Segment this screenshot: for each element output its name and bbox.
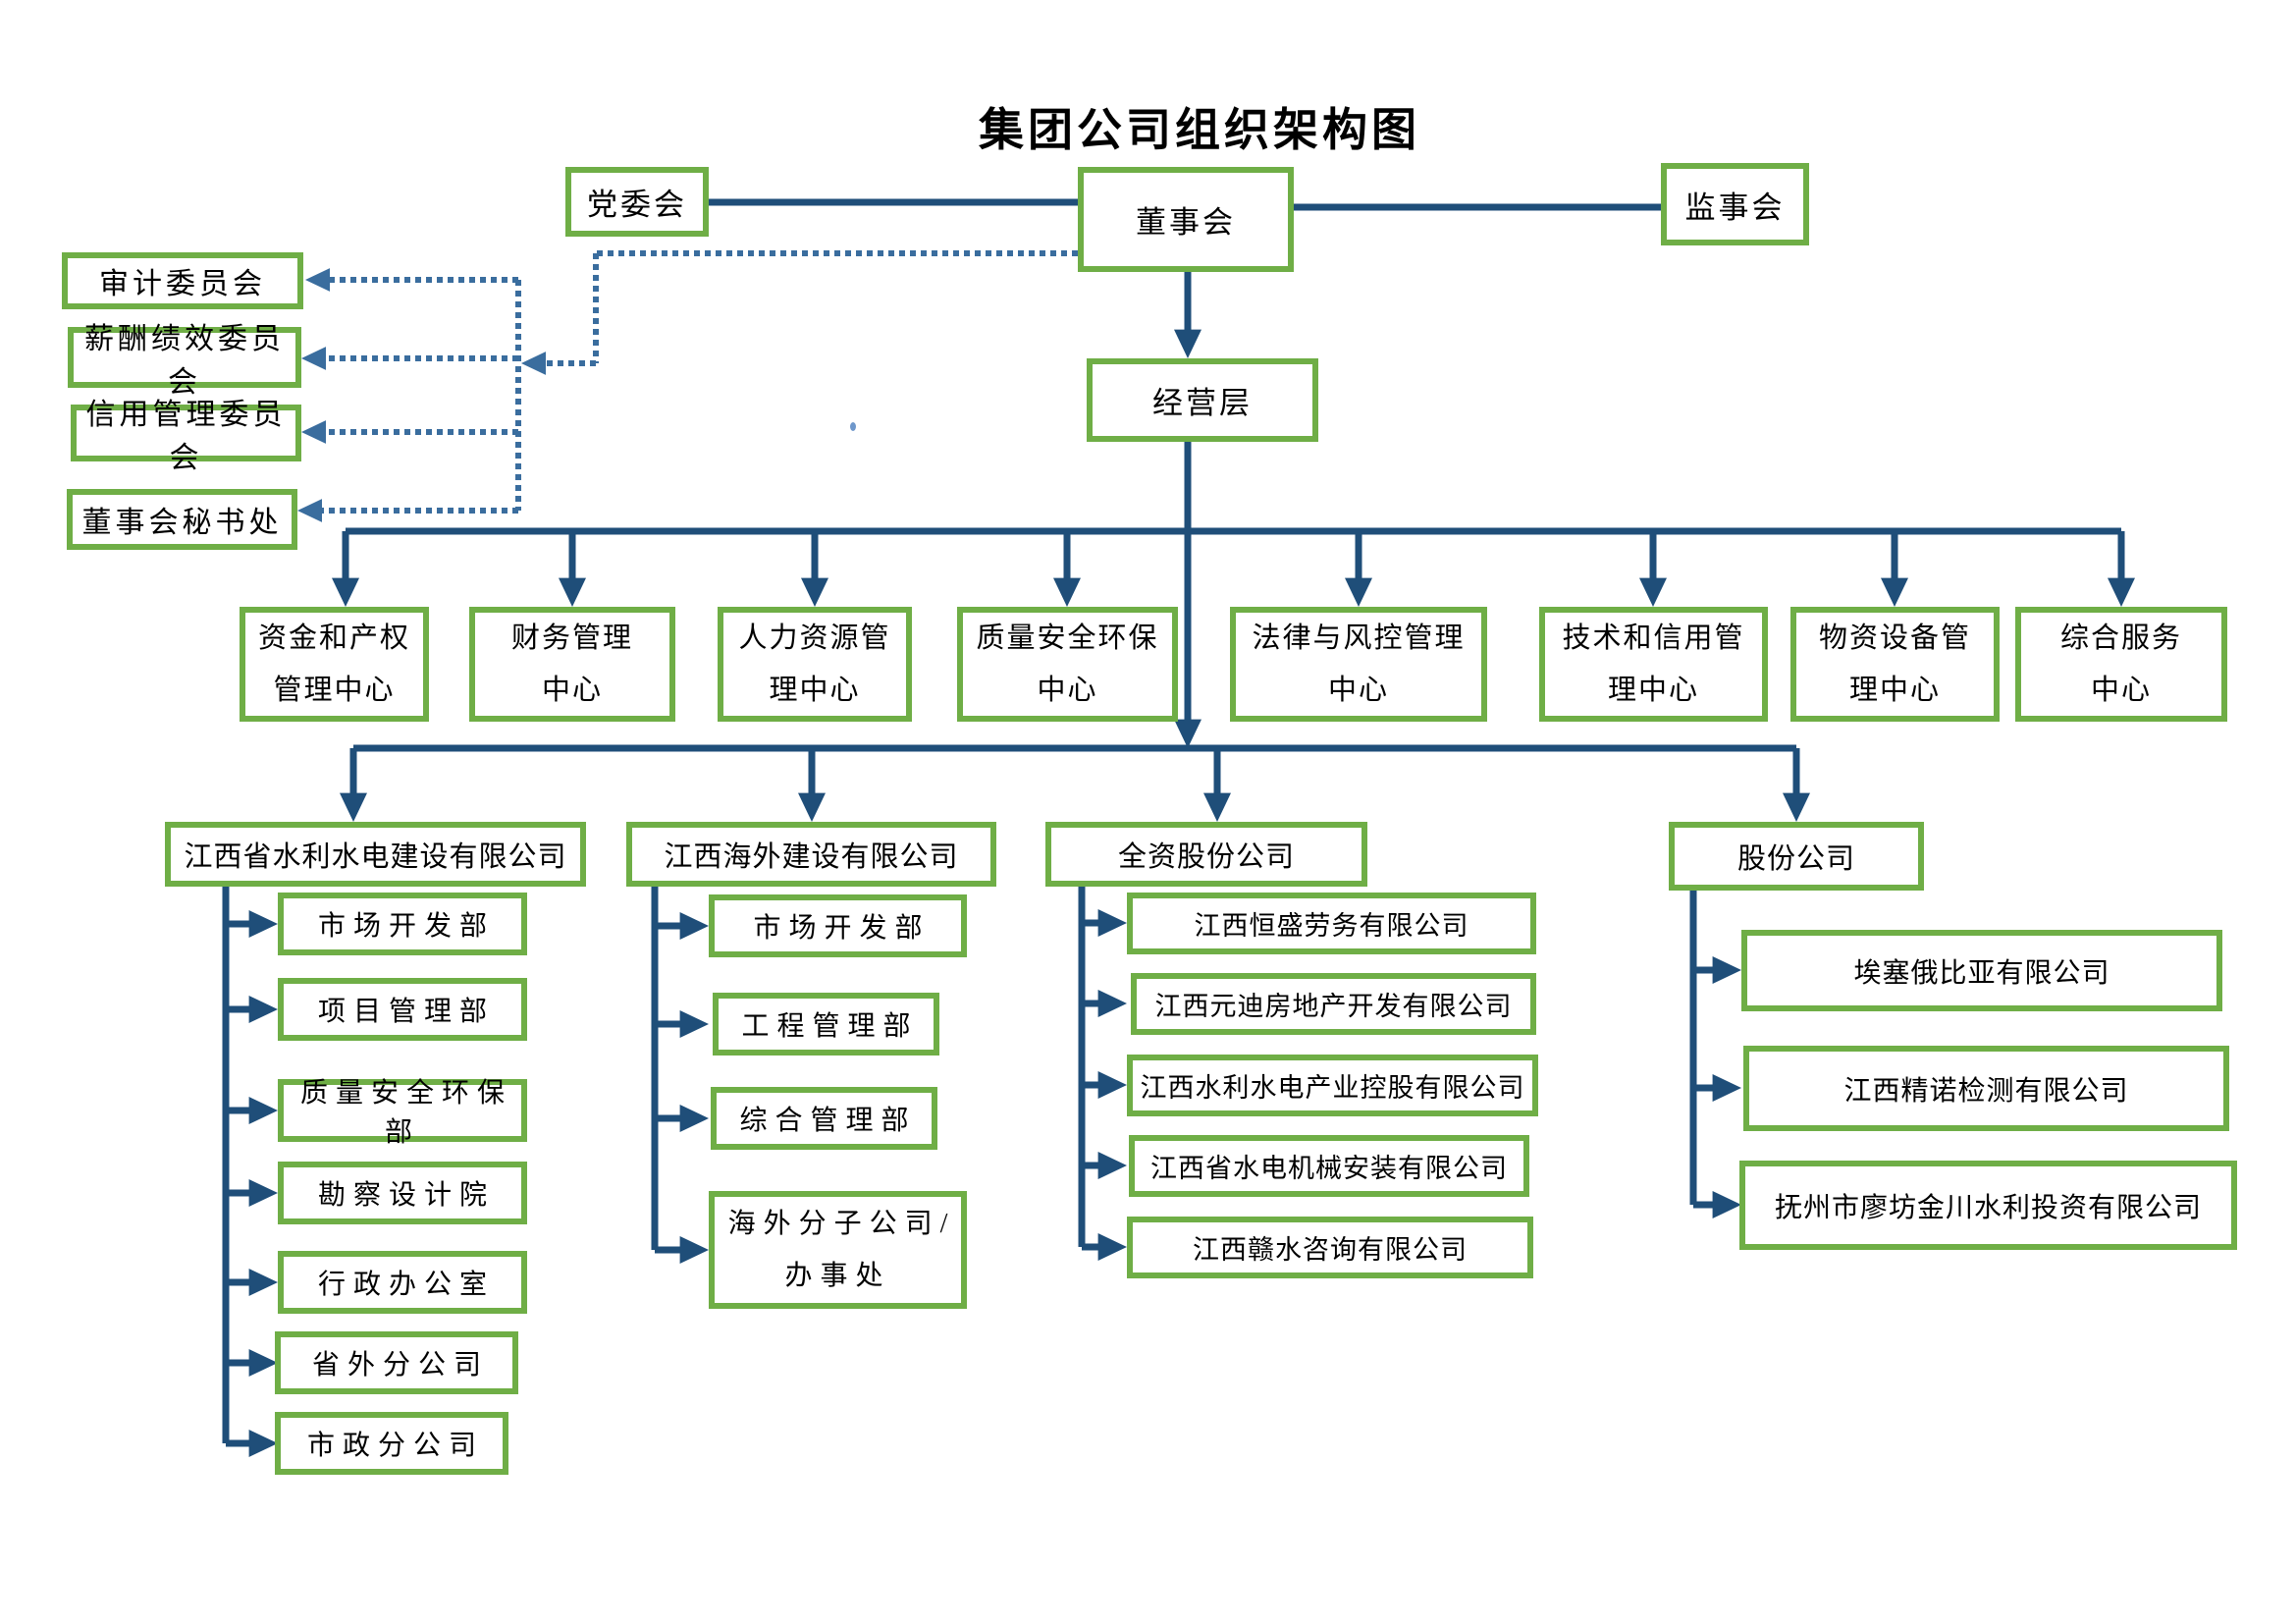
node-center-materials-equipment: 物资设备管 理中心 <box>1790 607 2000 722</box>
dotted-connectors <box>297 250 1078 522</box>
node-center-hr: 人力资源管 理中心 <box>718 607 912 722</box>
node-g3-ganshui-consulting: 江西赣水咨询有限公司 <box>1127 1217 1533 1278</box>
node-center-legal-risk: 法律与风控管理 中心 <box>1230 607 1487 722</box>
node-g1-out-of-province-branch: 省外分公司 <box>275 1331 518 1394</box>
node-board-of-directors: 董事会 <box>1078 167 1294 272</box>
node-g2-engineering-mgmt: 工程管理部 <box>713 993 939 1056</box>
node-g4-liaofang-jinchuan-investment: 抚州市廖坊金川水利投资有限公司 <box>1739 1161 2237 1250</box>
node-center-quality-safety: 质量安全环保 中心 <box>957 607 1178 722</box>
node-g4-ethiopia-company: 埃塞俄比亚有限公司 <box>1741 930 2222 1011</box>
node-g1-project-mgmt: 项目管理部 <box>278 978 527 1041</box>
node-g3-industry-holding: 江西水利水电产业控股有限公司 <box>1127 1055 1538 1116</box>
node-g1-market-dev: 市场开发部 <box>278 893 527 955</box>
node-g4-jingnuo-testing: 江西精诺检测有限公司 <box>1743 1046 2229 1131</box>
node-committee-audit: 审计委员会 <box>62 252 303 309</box>
node-g3-machinery-installation: 江西省水电机械安装有限公司 <box>1129 1135 1529 1197</box>
node-g1-municipal-branch: 市政分公司 <box>275 1412 508 1475</box>
node-center-capital-property: 资金和产权 管理中心 <box>240 607 429 722</box>
node-party-committee: 党委会 <box>565 167 709 237</box>
node-group-jiangxi-water-construction: 江西省水利水电建设有限公司 <box>165 822 586 887</box>
node-g1-survey-design: 勘察设计院 <box>278 1162 527 1224</box>
node-g2-market-dev: 市场开发部 <box>709 894 967 957</box>
node-supervisory-board: 监事会 <box>1661 163 1809 245</box>
node-committee-credit: 信用管理委员会 <box>71 399 301 474</box>
ink-dot-artifact <box>850 422 856 431</box>
node-g2-overseas-subsidiaries: 海外分子公司/ 办事处 <box>709 1191 967 1309</box>
node-group-overseas-construction: 江西海外建设有限公司 <box>626 822 996 887</box>
node-committee-compensation: 薪酬绩效委员会 <box>68 323 301 399</box>
node-g3-yuandi-realestate: 江西元迪房地产开发有限公司 <box>1131 973 1536 1035</box>
node-management-level: 经营层 <box>1087 358 1318 442</box>
node-board-secretariat: 董事会秘书处 <box>67 489 297 550</box>
node-group-wholly-owned: 全资股份公司 <box>1045 822 1367 887</box>
node-center-tech-credit: 技术和信用管 理中心 <box>1539 607 1768 722</box>
solid-connectors <box>222 198 2135 1457</box>
node-center-finance: 财务管理 中心 <box>469 607 675 722</box>
node-g1-quality-safety: 质量安全环保部 <box>278 1078 527 1148</box>
node-g3-hengsheng-labor: 江西恒盛劳务有限公司 <box>1127 893 1536 954</box>
page-title: 集团公司组织架构图 <box>979 105 1420 155</box>
node-group-shareholding: 股份公司 <box>1669 822 1924 891</box>
node-g1-admin-office: 行政办公室 <box>278 1251 527 1314</box>
node-g2-general-mgmt: 综合管理部 <box>711 1087 937 1150</box>
node-center-general-services: 综合服务 中心 <box>2015 607 2227 722</box>
